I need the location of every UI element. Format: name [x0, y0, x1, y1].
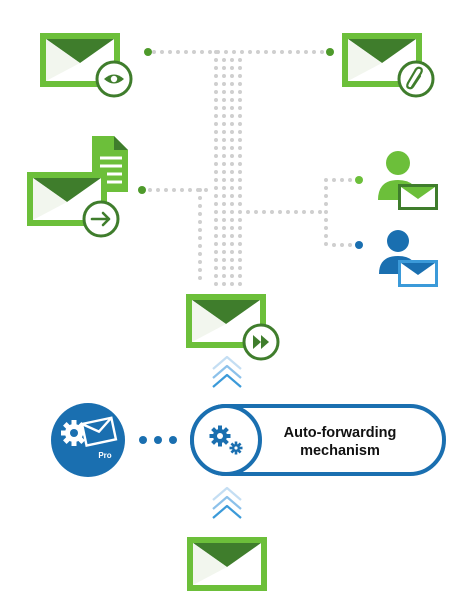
- recipient-green-user-icon: [378, 151, 438, 210]
- envelope-document-forward-icon: [27, 136, 128, 238]
- app-logo-icon: [51, 403, 125, 477]
- connector-dot: [326, 48, 334, 56]
- chevron-up-icon: [212, 486, 242, 519]
- recipient-blue-user-icon: [379, 230, 438, 287]
- envelope-eye-icon: [40, 33, 133, 98]
- connector-dot: [138, 186, 146, 194]
- gears-icon: [209, 425, 231, 447]
- connector-dot: [144, 48, 152, 56]
- envelope-icon: [187, 537, 267, 591]
- chevron-up-icon: [212, 355, 242, 388]
- auto-forwarding-mechanism-box: [190, 404, 446, 476]
- connector-lines: [148, 50, 354, 287]
- envelope-fast-forward-icon: [186, 294, 280, 361]
- app-badge-pro: Pro: [98, 451, 112, 460]
- mechanism-label: Auto-forwarding mechanism: [255, 424, 425, 460]
- mechanism-label-line2: mechanism: [300, 443, 380, 459]
- connector-dot: [355, 241, 363, 249]
- connector-dot: [355, 176, 363, 184]
- envelope-paperclip-icon: [342, 33, 435, 98]
- connector-dots: [139, 436, 177, 444]
- mechanism-label-line1: Auto-forwarding: [283, 425, 397, 441]
